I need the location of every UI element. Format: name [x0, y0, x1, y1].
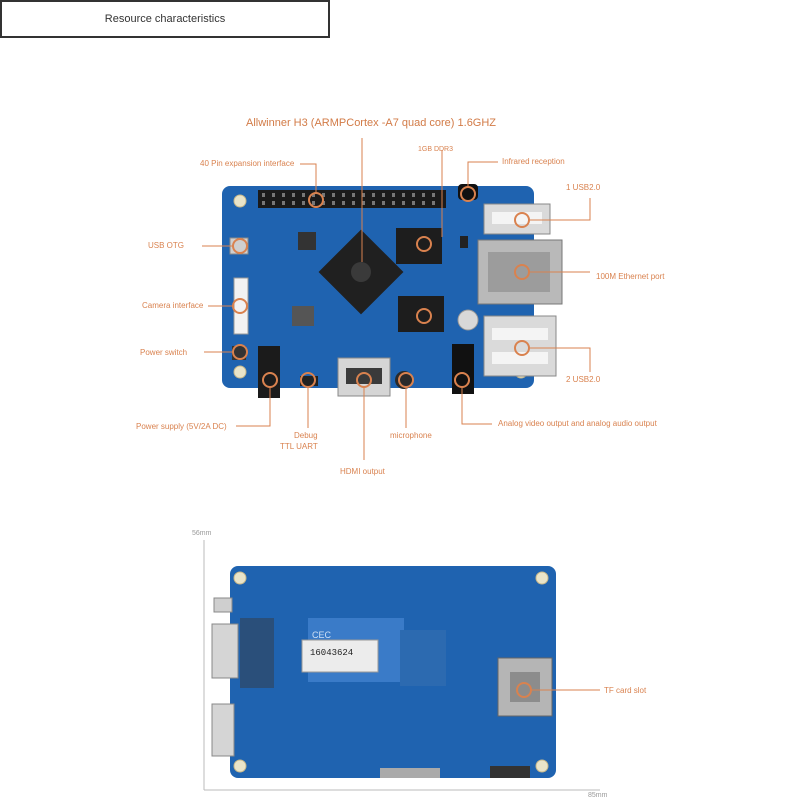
dimension-width: 85mm: [588, 792, 608, 799]
label-hdmi: HDMI output: [340, 467, 385, 476]
page-title: Resource characteristics: [104, 13, 226, 25]
soc-chip: [318, 229, 404, 315]
ddr-chip-2: [398, 296, 444, 332]
label-power-supply: Power supply (5V/2A DC): [136, 422, 227, 431]
usb2-port: [483, 315, 557, 377]
label-ethernet: 100M Ethernet port: [596, 272, 665, 281]
mount-hole-bl: [233, 365, 247, 379]
label-av-out: Analog video output and analog audio out…: [498, 419, 657, 428]
label-camera: Camera interface: [142, 301, 204, 310]
label-ttl-uart: TTL UART: [280, 442, 318, 451]
uart-header: [300, 376, 318, 386]
crystal: [457, 309, 479, 331]
dimension-lines: [203, 540, 600, 791]
serial-sticker: [301, 639, 379, 673]
label-soc: Allwinner H3 (ARMPCortex -A7 quad core) …: [246, 117, 497, 129]
label-usb-otg: USB OTG: [148, 241, 185, 250]
label-tf-card: TF card slot: [604, 686, 647, 695]
callout-lines: [202, 138, 591, 460]
camera-connector: [233, 277, 249, 335]
cec-mark: CEC: [312, 630, 332, 640]
title-box: Resource characteristics: [0, 0, 330, 38]
label-ir: Infrared reception: [502, 157, 565, 166]
gpio-header: [258, 190, 446, 208]
dimension-height: 56mm: [192, 530, 212, 537]
label-ddr: 1GB DDR3: [418, 146, 454, 153]
top-board: [222, 184, 563, 398]
dc-jack: [258, 346, 280, 398]
label-usb2: 2 USB2.0: [566, 375, 601, 384]
label-usb1: 1 USB2.0: [566, 183, 601, 192]
bottom-board: [211, 566, 556, 778]
label-gpio: 40 Pin expansion interface: [200, 159, 295, 168]
label-power-switch: Power switch: [140, 348, 188, 357]
serial-number: 16043624: [310, 648, 354, 658]
mount-hole-tl: [233, 194, 247, 208]
label-microphone: microphone: [390, 431, 432, 440]
label-debug: Debug: [294, 431, 318, 440]
ddr-chip-1: [396, 228, 442, 264]
